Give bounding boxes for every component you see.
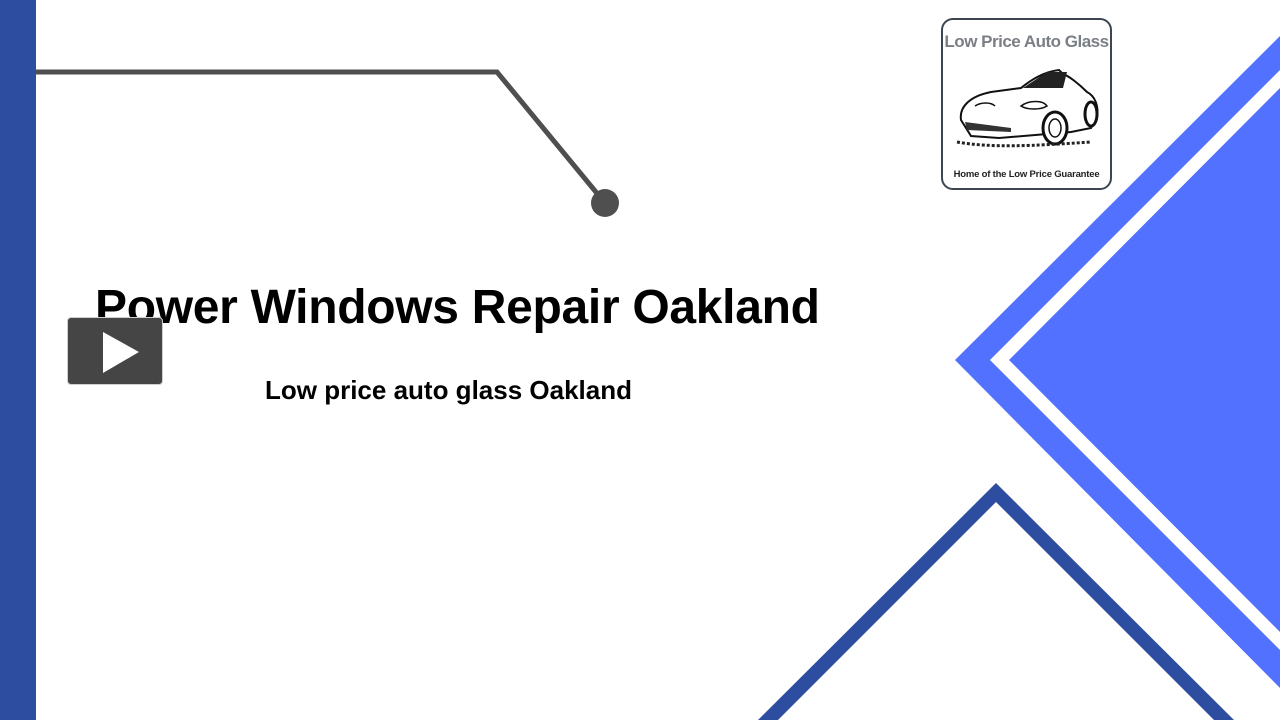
company-logo: Low Price Auto Glass Home of the Low Pri… xyxy=(941,18,1112,190)
connector-dot xyxy=(591,189,619,217)
inner-chevron xyxy=(1009,88,1280,632)
left-accent-bar xyxy=(0,0,36,720)
logo-tagline: Home of the Low Price Guarantee xyxy=(953,169,1100,180)
play-button[interactable] xyxy=(67,317,163,385)
slide-title: Power Windows Repair Oakland xyxy=(95,281,820,334)
play-icon xyxy=(103,332,139,373)
connector-line xyxy=(36,69,607,205)
car-sketch-icon xyxy=(956,68,1099,148)
logo-title: Low Price Auto Glass xyxy=(944,32,1109,51)
slide-subtitle: Low price auto glass Oakland xyxy=(265,375,632,405)
